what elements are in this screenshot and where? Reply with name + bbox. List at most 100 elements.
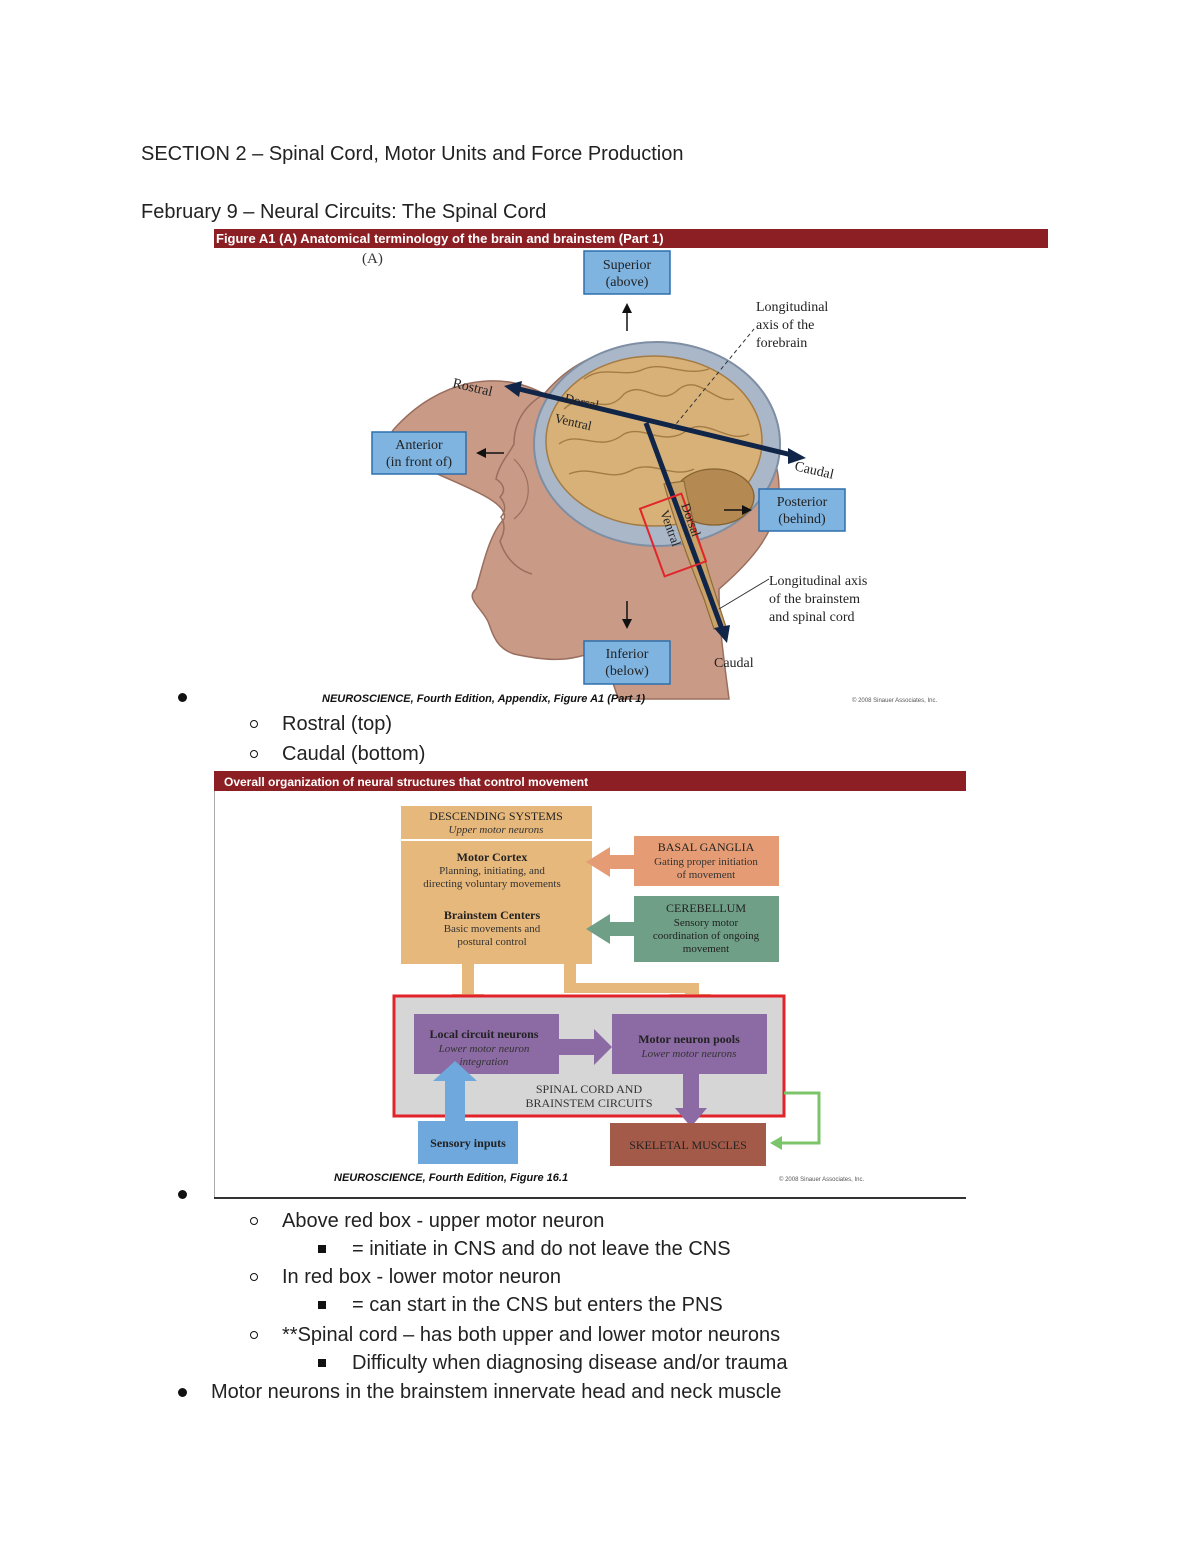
circle-bullet-icon	[250, 1331, 258, 1339]
sensory-inputs-label: Sensory inputs	[430, 1136, 506, 1150]
local-circuit-title: Local circuit neurons	[430, 1027, 539, 1041]
figure-a1-copyright: © 2008 Sinauer Associates, Inc.	[852, 697, 937, 704]
inferior-label: Inferior	[606, 647, 649, 662]
motor-cortex-line2: directing voluntary movements	[423, 878, 560, 890]
cerebellum-line2: coordination of ongoing	[653, 930, 760, 942]
inferior-box	[583, 640, 671, 685]
superior-sublabel: (above)	[606, 275, 649, 290]
cerebellum-line3: movement	[683, 943, 729, 955]
spinal-cord-label-2: BRAINSTEM CIRCUITS	[525, 1096, 652, 1110]
down-arrow-icon	[622, 619, 632, 629]
figure-16-1-copyright: © 2008 Sinauer Associates, Inc.	[779, 1176, 864, 1183]
cerebellum-arrow	[586, 914, 634, 944]
face-profile	[495, 393, 545, 575]
forebrain-axis-line	[518, 386, 793, 458]
note-in-red-box: In red box - lower motor neuron	[282, 1266, 562, 1288]
panel-label: (A)	[362, 251, 383, 267]
square-bullet-icon	[318, 1359, 326, 1367]
figure-16-1-header-bar	[214, 771, 966, 791]
basal-ganglia-line2: of movement	[677, 869, 735, 881]
figure-16-1: Overall organization of neural structure…	[214, 771, 966, 1199]
motor-cortex-line1: Planning, initiating, and	[439, 865, 545, 877]
anterior-box	[371, 431, 467, 475]
forebrain-axis-label-3: forebrain	[756, 336, 807, 351]
local-circuit-line2: integration	[460, 1056, 509, 1068]
skeletal-muscles-box	[610, 1123, 766, 1166]
note-spinal-cord: **Spinal cord – has both upper and lower…	[282, 1324, 781, 1346]
cerebellum-title: CEREBELLUM	[666, 901, 746, 915]
note-rostral: Rostral (top)	[282, 713, 393, 735]
pools-to-muscles-arrow	[675, 1108, 707, 1127]
sensory-up-arrow	[433, 1061, 477, 1081]
motor-pools-title: Motor neuron pools	[638, 1032, 740, 1046]
local-to-pools-arrow	[559, 1029, 612, 1065]
anterior-sublabel: (in front of)	[386, 455, 452, 470]
descending-subtitle: Upper motor neurons	[449, 824, 544, 836]
left-arrow-icon	[476, 448, 486, 458]
brainstem-red-box	[638, 492, 708, 578]
rostral-arrowhead	[504, 381, 522, 397]
anterior-label: Anterior	[395, 438, 443, 453]
note-difficulty: Difficulty when diagnosing disease and/o…	[352, 1352, 788, 1374]
cerebellum-box	[634, 896, 779, 962]
square-bullet-icon	[318, 1301, 326, 1309]
superior-box	[583, 250, 671, 295]
forebrain-axis-label-2: axis of the	[756, 318, 814, 333]
up-arrow-icon	[622, 303, 632, 313]
section-title: SECTION 2 – Spinal Cord, Motor Units and…	[141, 143, 684, 165]
posterior-box	[758, 488, 846, 532]
spinal-cord-label-1: SPINAL CORD AND	[536, 1082, 643, 1096]
posterior-sublabel: (behind)	[778, 512, 826, 527]
brainstem-axis-label-3: and spinal cord	[769, 610, 855, 625]
basal-ganglia-title: BASAL GANGLIA	[658, 840, 755, 854]
circle-bullet-icon	[250, 1217, 258, 1225]
note-enters-pns: = can start in the CNS but enters the PN…	[352, 1294, 723, 1316]
figure-16-1-header: Overall organization of neural structure…	[224, 775, 588, 789]
upper-motor-box	[401, 841, 592, 964]
posterior-label: Posterior	[777, 495, 828, 510]
forebrain-axis-label-1: Longitudinal	[756, 300, 828, 315]
local-circuit-box	[414, 1014, 559, 1074]
note-brainstem-motor: Motor neurons in the brainstem innervate…	[211, 1381, 782, 1403]
caudal-arrowhead	[788, 448, 806, 464]
right-arrow-icon	[742, 505, 752, 515]
descending-systems-box	[401, 806, 592, 839]
inferior-sublabel: (below)	[605, 664, 649, 679]
figure-a1-header-bar	[214, 229, 1048, 248]
down-arrow-pools	[564, 964, 711, 1014]
basal-ganglia-line1: Gating proper initiation	[654, 856, 758, 868]
circle-bullet-icon	[250, 750, 258, 758]
brainstem-centers-line2: postural control	[457, 936, 526, 948]
figure-16-1-caption: NEUROSCIENCE, Fourth Edition, Figure 16.…	[334, 1172, 568, 1184]
brainstem-axis-label-1: Longitudinal axis	[769, 574, 867, 589]
lecture-title: February 9 – Neural Circuits: The Spinal…	[141, 201, 547, 223]
spinal-cord-red-box	[392, 994, 786, 1118]
cerebellum-line1: Sensory motor	[674, 917, 739, 929]
bullet-icon	[178, 693, 187, 702]
bullet-icon	[178, 1190, 187, 1199]
motor-neuron-pools-box	[612, 1014, 767, 1074]
motor-pools-line1: Lower motor neurons	[641, 1048, 737, 1060]
sensory-inputs-box	[418, 1121, 518, 1164]
caudal-top-label: Caudal	[793, 459, 835, 483]
local-circuit-line1: Lower motor neuron	[438, 1043, 530, 1055]
superior-label: Superior	[603, 258, 652, 273]
caudal-bottom-arrowhead	[714, 625, 730, 643]
feedback-arrow	[781, 1091, 821, 1145]
note-above-red-box: Above red box - upper motor neuron	[282, 1210, 605, 1232]
caudal-bottom-label: Caudal	[714, 656, 754, 671]
note-caudal: Caudal (bottom)	[282, 743, 426, 765]
circle-bullet-icon	[250, 1273, 258, 1281]
figure-a1-header: Figure A1 (A) Anatomical terminology of …	[216, 231, 664, 246]
descending-title: DESCENDING SYSTEMS	[429, 809, 563, 823]
brainstem-axis-label-2: of the brainstem	[769, 592, 860, 607]
basal-ganglia-box	[634, 836, 779, 886]
brainstem-centers-line1: Basic movements and	[444, 923, 541, 935]
circle-bullet-icon	[250, 720, 258, 728]
square-bullet-icon	[318, 1245, 326, 1253]
figure-a1-caption: NEUROSCIENCE, Fourth Edition, Appendix, …	[322, 693, 645, 705]
basal-ganglia-arrow	[586, 847, 634, 877]
skeletal-muscles-label: SKELETAL MUSCLES	[629, 1138, 747, 1152]
bullet-icon	[178, 1388, 187, 1397]
motor-cortex-title: Motor Cortex	[457, 850, 528, 864]
